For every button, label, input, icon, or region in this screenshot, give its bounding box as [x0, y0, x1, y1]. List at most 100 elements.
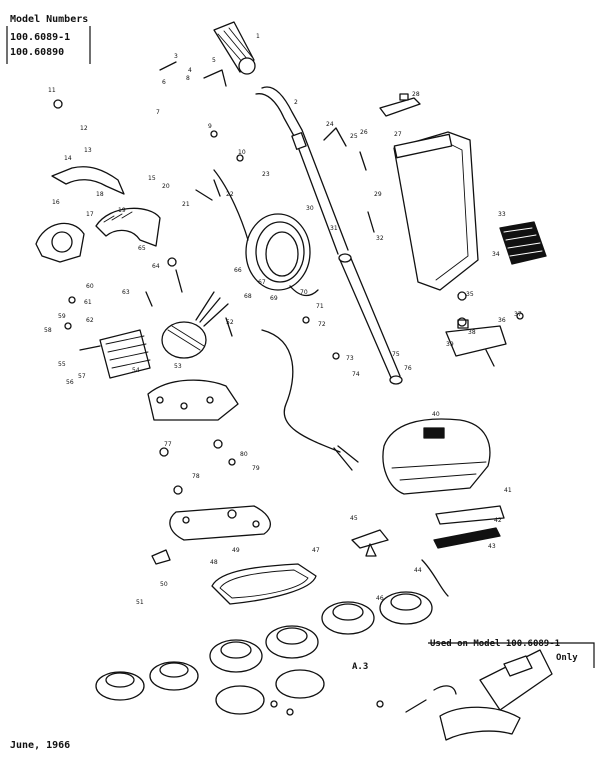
- part-number-29: 29: [374, 191, 382, 198]
- part-number-4: 4: [188, 67, 192, 74]
- part-number-24: 24: [326, 121, 334, 128]
- floor-tool: [351, 529, 389, 557]
- part-number-19: 19: [118, 207, 126, 214]
- dust-bag: [393, 131, 479, 291]
- part-number-labels: 1234567891011121314151617181920212223242…: [44, 33, 522, 606]
- part-number-33: 33: [498, 211, 506, 218]
- handle-cradle: [445, 319, 507, 357]
- fan-housing: [35, 222, 85, 263]
- part-number-35: 35: [466, 291, 474, 298]
- part-number-1: 1: [256, 33, 260, 40]
- part-number-66: 66: [234, 267, 242, 274]
- part-number-3: 3: [174, 53, 178, 60]
- power-cord-coil: [213, 169, 319, 297]
- part-number-79: 79: [252, 465, 260, 472]
- part-number-7: 7: [156, 109, 160, 116]
- bag-top-clamp: [379, 93, 421, 117]
- part-number-54: 54: [132, 367, 140, 374]
- part-number-12: 12: [80, 125, 88, 132]
- part-number-68: 68: [244, 293, 252, 300]
- part-number-67: 67: [258, 279, 266, 286]
- part-number-38: 38: [468, 329, 476, 336]
- part-number-32: 32: [376, 235, 384, 242]
- part-number-56: 56: [66, 379, 74, 386]
- lower-cord: [261, 329, 359, 471]
- part-number-42: 42: [494, 517, 502, 524]
- part-number-11: 11: [48, 87, 56, 94]
- brush-bar: [433, 505, 505, 549]
- base-plate: [147, 379, 239, 421]
- part-number-69: 69: [270, 295, 278, 302]
- part-number-40: 40: [432, 411, 440, 418]
- drive-plate: [169, 505, 271, 541]
- part-number-20: 20: [162, 183, 170, 190]
- part-number-13: 13: [84, 147, 92, 154]
- part-number-80: 80: [240, 451, 248, 458]
- part-number-39: 39: [446, 341, 454, 348]
- part-number-58: 58: [44, 327, 52, 334]
- part-number-47: 47: [312, 547, 320, 554]
- part-number-2: 2: [294, 99, 298, 106]
- lower-housing: [382, 418, 491, 495]
- part-number-52: 52: [226, 319, 234, 326]
- part-number-18: 18: [96, 191, 104, 198]
- part-number-30: 30: [306, 205, 314, 212]
- part-number-45: 45: [350, 515, 358, 522]
- part-number-10: 10: [238, 149, 246, 156]
- used-on-model-note: Used on Model 100.6089-1 Only: [428, 639, 596, 670]
- part-number-49: 49: [232, 547, 240, 554]
- used-note-line1: Used on Model 100.6089-1: [430, 639, 561, 649]
- part-number-37: 37: [514, 311, 522, 318]
- model-box-border: [6, 26, 91, 64]
- motor-cover: [95, 207, 161, 247]
- part-number-15: 15: [148, 175, 156, 182]
- diagram-date: June, 1966: [10, 740, 71, 751]
- part-number-27: 27: [394, 131, 402, 138]
- part-number-77: 77: [164, 441, 172, 448]
- instruction-card: [499, 221, 547, 265]
- part-number-5: 5: [212, 57, 216, 64]
- part-number-6: 6: [162, 79, 166, 86]
- part-number-61: 61: [84, 299, 92, 306]
- part-number-48: 48: [210, 559, 218, 566]
- part-number-8: 8: [186, 75, 190, 82]
- part-number-59: 59: [58, 313, 66, 320]
- part-number-26: 26: [360, 129, 368, 136]
- part-number-23: 23: [262, 171, 270, 178]
- part-number-74: 74: [352, 371, 360, 378]
- part-number-41: 41: [504, 487, 512, 494]
- part-number-14: 14: [64, 155, 72, 162]
- part-number-22: 22: [226, 191, 234, 198]
- lower-handle-tube: [338, 253, 403, 385]
- model-number-1: 100.6089-1: [10, 32, 71, 43]
- part-number-65: 65: [138, 245, 146, 252]
- model-numbers-box: Model Numbers 100.6089-1 100.60890: [6, 14, 96, 66]
- part-number-50: 50: [160, 581, 168, 588]
- part-number-31: 31: [330, 225, 338, 232]
- handle-grip: [213, 21, 256, 75]
- model-numbers-title: Model Numbers: [10, 14, 89, 25]
- part-number-76: 76: [404, 365, 412, 372]
- part-number-72: 72: [318, 321, 326, 328]
- part-number-34: 34: [492, 251, 500, 258]
- part-number-43: 43: [488, 543, 496, 550]
- part-number-60: 60: [86, 283, 94, 290]
- used-note-line2: Only: [556, 653, 578, 663]
- part-number-73: 73: [346, 355, 354, 362]
- small-hardware: [53, 61, 524, 716]
- part-number-21: 21: [182, 201, 190, 208]
- handle-tube: [255, 86, 349, 255]
- part-number-9: 9: [208, 123, 212, 130]
- part-number-25: 25: [350, 133, 358, 140]
- part-number-36: 36: [498, 317, 506, 324]
- annotation-label: A.3: [352, 662, 369, 672]
- motor-assembly: [79, 291, 229, 379]
- base-gasket: [211, 563, 317, 605]
- bumper-bracket: [51, 166, 125, 195]
- part-number-57: 57: [78, 373, 86, 380]
- model-number-2: 100.60890: [10, 47, 65, 58]
- part-number-63: 63: [122, 289, 130, 296]
- part-number-51: 51: [136, 599, 144, 606]
